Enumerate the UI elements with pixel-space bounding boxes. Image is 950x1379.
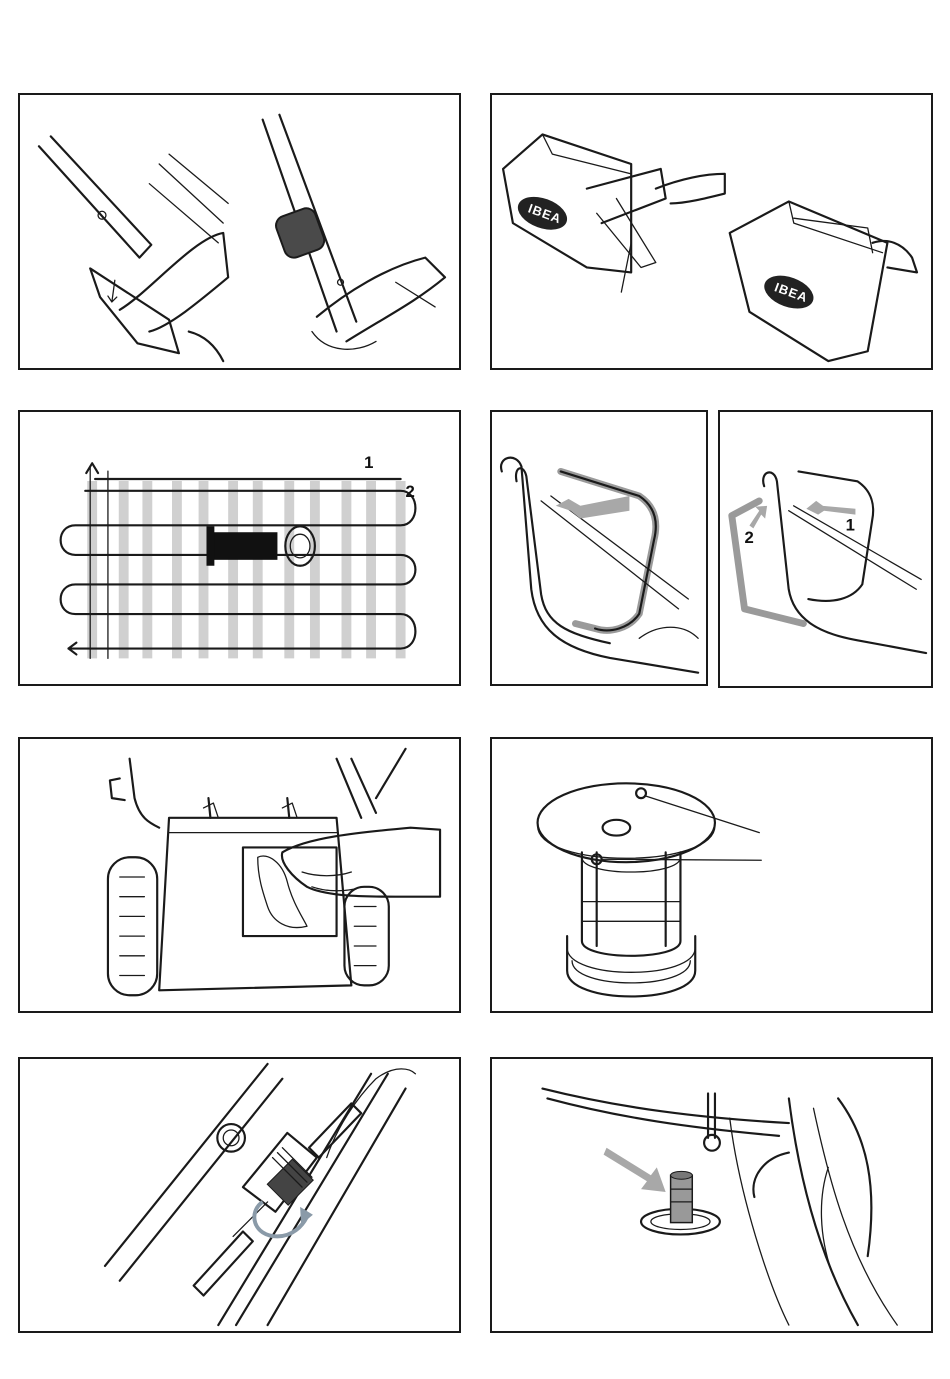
label-2: 2 — [745, 528, 754, 547]
arrow-2-icon — [749, 506, 767, 529]
figure-blade-adapter — [490, 737, 933, 1013]
label-1: 1 — [846, 515, 855, 534]
figure-cleaning — [18, 737, 461, 1013]
arrow-icon — [604, 1148, 666, 1192]
bag-frame-a-illustration — [492, 412, 706, 684]
figure-bag-frame-b: 1 2 — [718, 410, 933, 688]
connector-pin — [671, 1175, 693, 1222]
label-2: 2 — [406, 482, 415, 501]
blade-adapter-illustration — [492, 739, 931, 1011]
figure-grass-bag: IBEA IBEA — [490, 93, 933, 370]
handle-knob-icon — [273, 206, 327, 261]
left-wheel — [108, 857, 157, 995]
bag-frame-b-illustration: 1 2 — [720, 412, 931, 686]
mower-icon — [210, 532, 277, 560]
figure-bag-frame-a — [490, 410, 708, 686]
arrow-icon — [556, 496, 630, 519]
figure-connector — [490, 1057, 933, 1333]
arrow-1-icon — [806, 501, 855, 515]
figure-handle-assembly — [18, 93, 461, 370]
grass-bag-illustration: IBEA IBEA — [492, 95, 931, 368]
handle-assembly-illustration — [20, 95, 459, 368]
mowing-pattern-diagram: 1 2 — [20, 412, 459, 684]
cable-adjustment-illustration — [20, 1059, 459, 1331]
figure-mowing-pattern: 1 2 — [18, 410, 461, 686]
cleaning-illustration — [20, 739, 459, 1011]
label-1: 1 — [364, 453, 373, 472]
connector-illustration — [492, 1059, 931, 1331]
figure-cable-adjustment — [18, 1057, 461, 1333]
